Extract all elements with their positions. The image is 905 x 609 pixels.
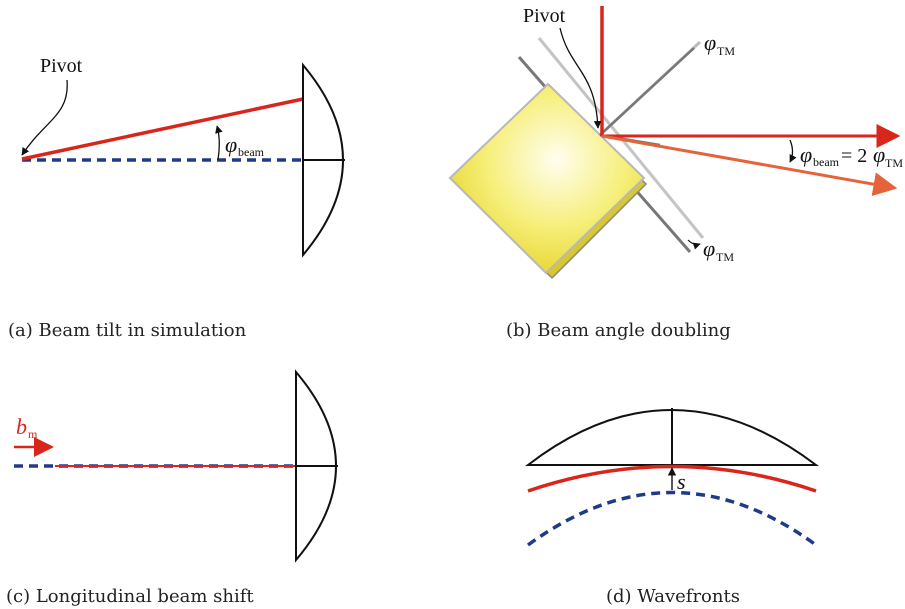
angle-subscript: beam xyxy=(238,145,265,159)
blue-wavefront-dashed xyxy=(526,490,818,547)
caption-d: (d) Wavefronts xyxy=(606,586,740,607)
rhs-symbol: φ xyxy=(873,142,885,167)
tm-subscript-top: TM xyxy=(717,44,735,58)
panel-b: Pivot φ TM φ TM φ beam = 2 φ TM (b) Beam… xyxy=(448,5,903,341)
angle-symbol: φ xyxy=(225,132,237,157)
angle-arc xyxy=(215,125,223,161)
panel-d: s (d) Wavefronts xyxy=(525,408,819,607)
mirror-square xyxy=(448,82,646,275)
caption-b: (b) Beam angle doubling xyxy=(506,320,731,341)
beam-angle-subscript: beam xyxy=(813,155,840,169)
shift-subscript: m xyxy=(28,427,38,441)
pivot-pointer-arrow-b xyxy=(559,27,602,129)
tm-symbol-top: φ xyxy=(704,30,716,55)
equals-two: = 2 xyxy=(841,145,867,167)
caption-c: (c) Longitudinal beam shift xyxy=(6,586,254,607)
caption-a: (a) Beam tilt in simulation xyxy=(8,320,247,341)
lens-shape xyxy=(302,62,344,258)
beam-angle-arc xyxy=(789,139,797,163)
pivot-label-b: Pivot xyxy=(523,5,566,27)
pivot-pointer-arrow xyxy=(21,79,68,156)
panel-c: b m (c) Longitudinal beam shift xyxy=(6,369,338,607)
reflected-beam-tilted xyxy=(601,134,898,197)
rhs-subscript: TM xyxy=(885,156,903,170)
pivot-label: Pivot xyxy=(40,55,83,77)
panel-a: Pivot φ beam (a) Beam tilt in simulation xyxy=(8,55,345,341)
tm-arc-bottom xyxy=(687,239,701,250)
sag-symbol: s xyxy=(677,469,686,494)
tm-subscript-bottom: TM xyxy=(716,250,734,264)
tilted-beam xyxy=(21,97,304,161)
lens-shape-c xyxy=(295,369,337,563)
tm-symbol-bottom: φ xyxy=(703,236,715,261)
beam-angle-symbol: φ xyxy=(800,142,812,167)
red-wavefront xyxy=(527,464,817,493)
normal-line-dark xyxy=(599,47,695,136)
lens-outline-d xyxy=(525,409,819,466)
shift-symbol: b xyxy=(16,414,27,439)
